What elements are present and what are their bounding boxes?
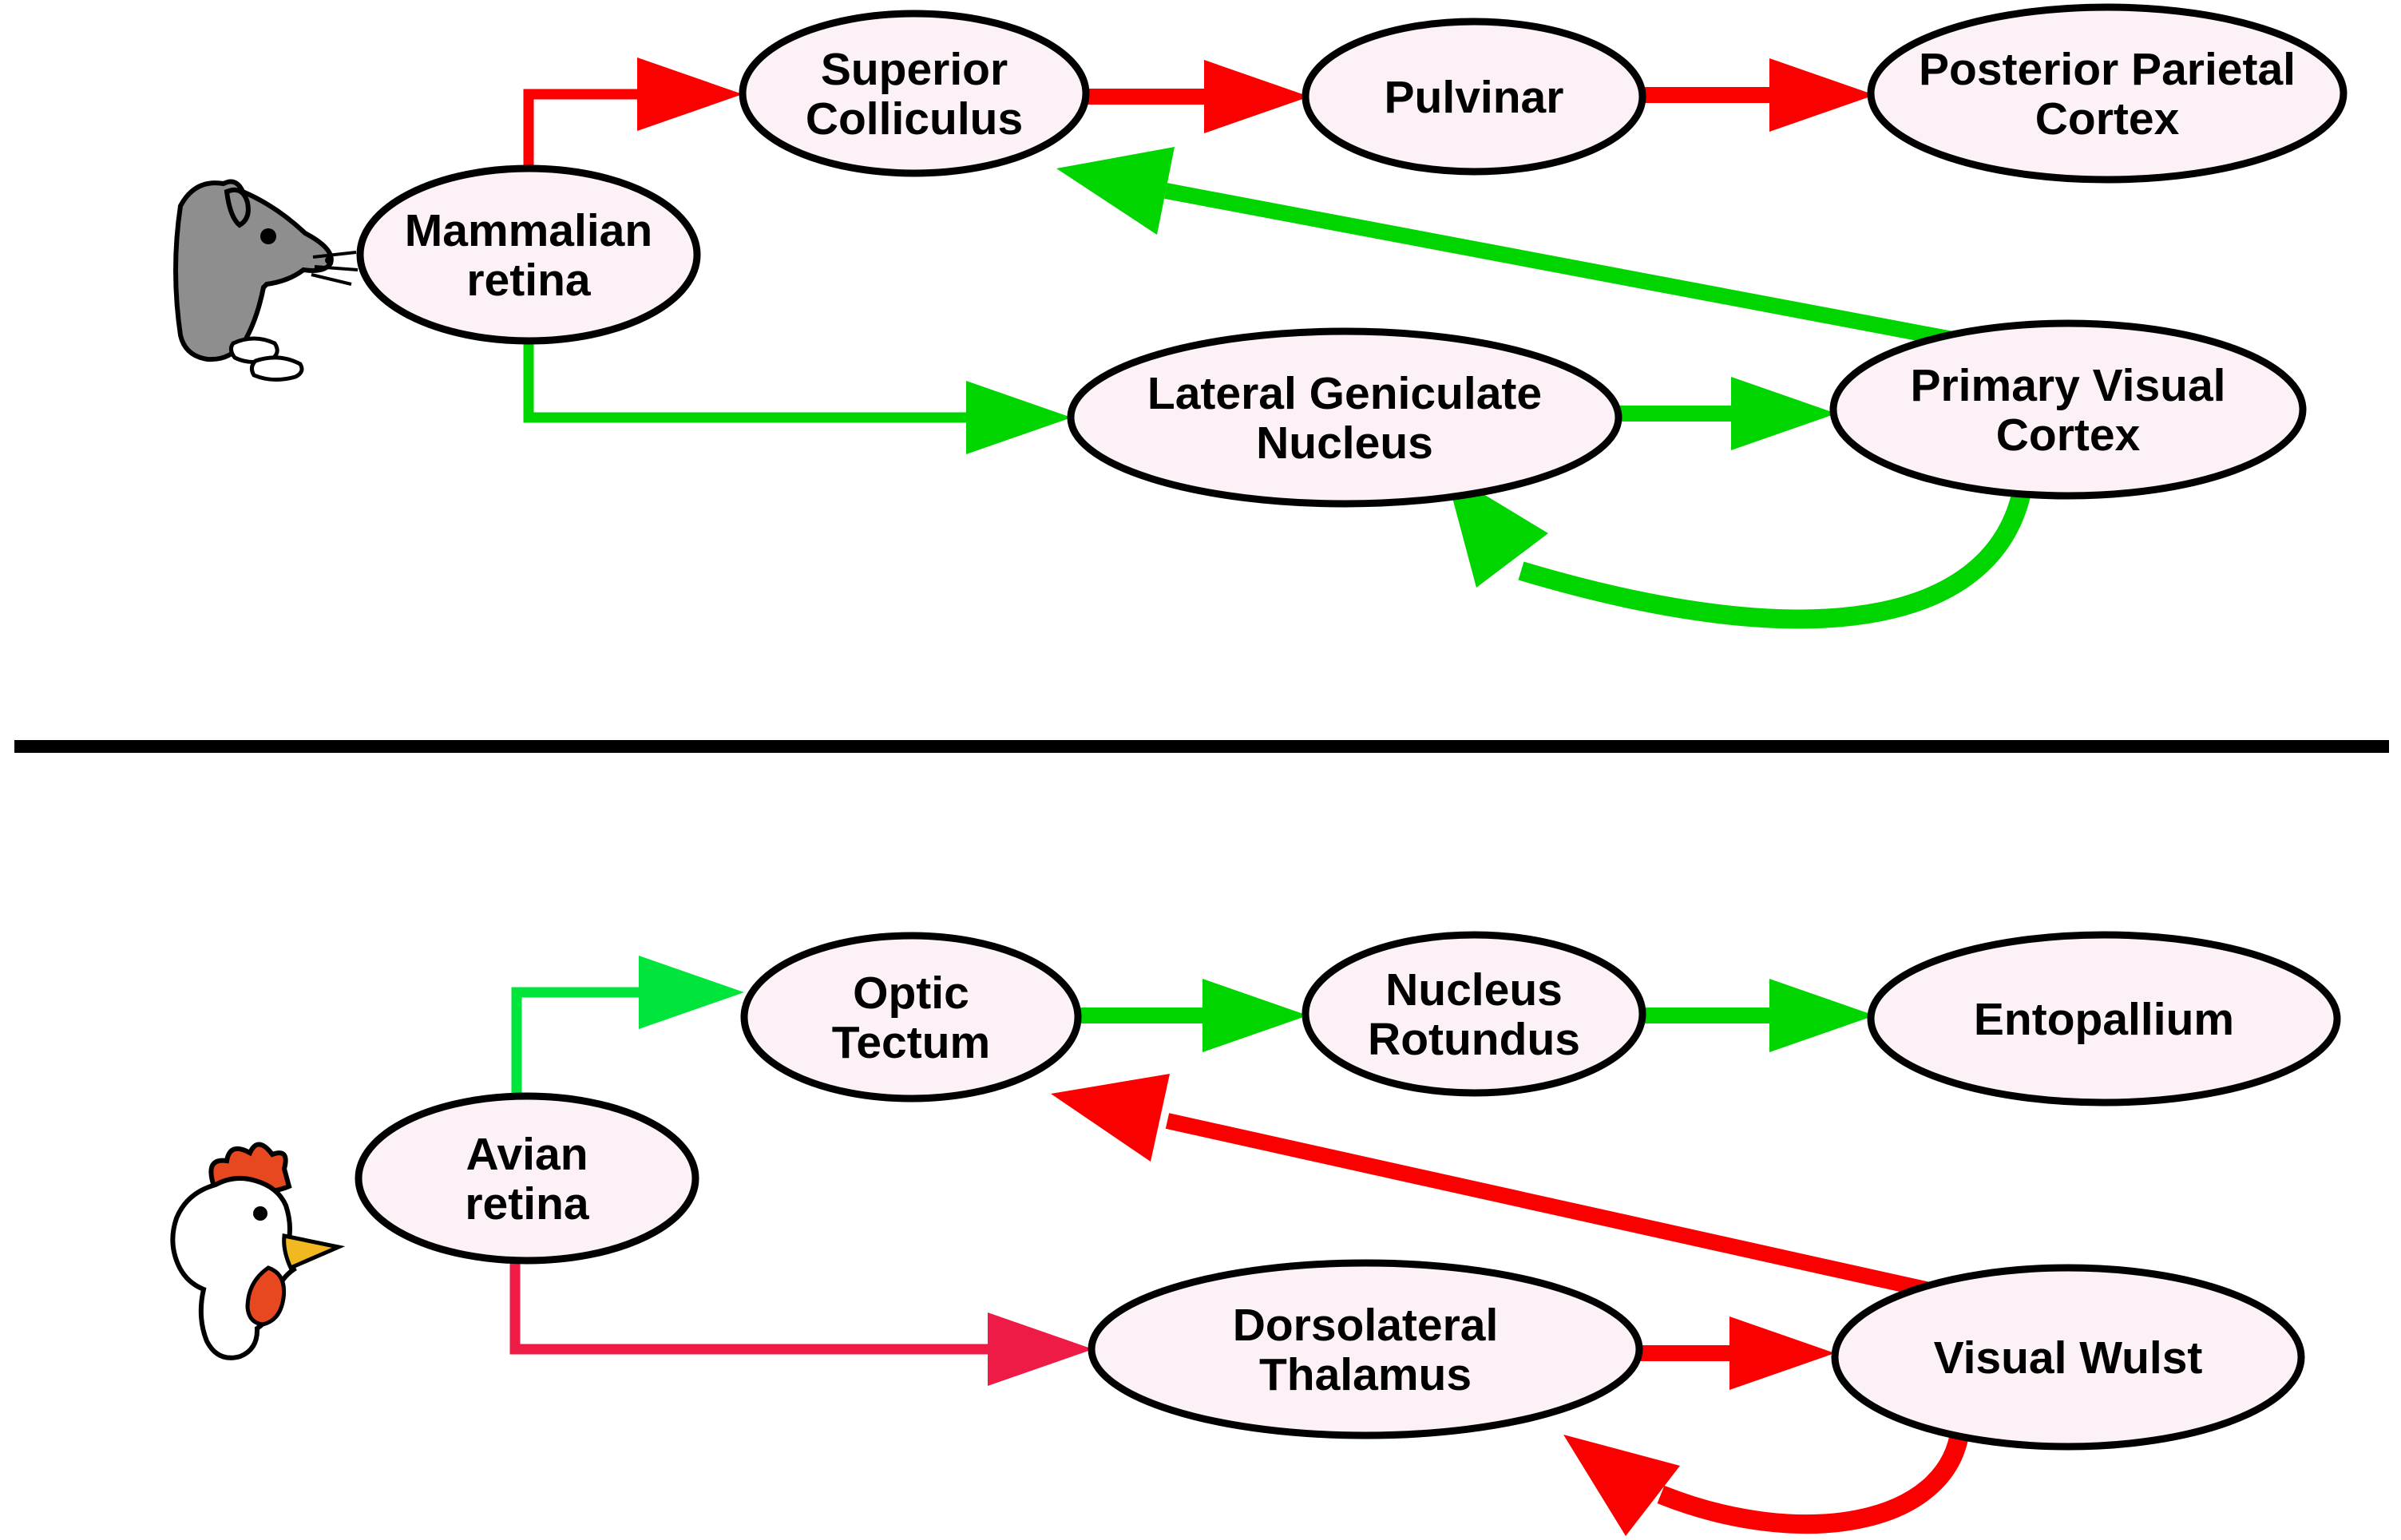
edge-dorsolateral-thalamus-to-visual-wulst (1625, 1316, 1835, 1390)
edge-line (1518, 477, 2034, 629)
arrowhead-icon (637, 57, 743, 131)
node-label: Tectum (832, 1017, 990, 1068)
node-ellipse (1867, 3, 2348, 184)
node-ellipse (1067, 327, 1622, 508)
node-label: Pulvinar (1385, 72, 1564, 123)
node-label: Cortex (2035, 93, 2180, 144)
node-label: Entopallium (1974, 994, 2234, 1045)
node-label: Nucleus (1385, 964, 1563, 1015)
edge-line (511, 987, 640, 1134)
arrowhead-icon (988, 1312, 1093, 1386)
arrowhead-icon (966, 381, 1072, 454)
edge-line (1657, 1427, 1970, 1534)
node-dorsolateral-thalamus: Dorsolateral Thalamus (1088, 1259, 1643, 1439)
node-ellipse (740, 932, 1082, 1103)
edge-lgn-to-primary-visual-cortex (1609, 377, 1836, 450)
arrowhead-icon (1202, 979, 1308, 1052)
node-label: Cortex (1996, 410, 2141, 461)
edge-line (509, 1229, 989, 1355)
arrowhead-icon (1769, 58, 1875, 132)
chicken-head (170, 1175, 297, 1360)
node-label: Colliculus (806, 93, 1023, 144)
arrowhead-icon (1563, 1435, 1680, 1536)
node-ellipse (356, 164, 701, 345)
edge-line (523, 89, 639, 179)
node-label: Nucleus (1256, 418, 1433, 469)
node-ellipse (1829, 319, 2307, 500)
node-nucleus-rotundus: Nucleus Rotundus (1302, 931, 1646, 1097)
node-lateral-geniculate-nucleus: Lateral Geniculate Nucleus (1067, 327, 1622, 508)
node-entopallium: Entopallium (1867, 931, 2341, 1107)
edge-line (523, 319, 968, 423)
node-optic-tectum: Optic Tectum (740, 932, 1082, 1103)
node-label: Mammalian (405, 205, 652, 256)
node-primary-visual-cortex: Primary Visual Cortex (1829, 319, 2307, 500)
mouse-paw (249, 355, 304, 382)
node-ellipse (1831, 1264, 2305, 1451)
node-ellipse (355, 1092, 699, 1265)
mouse-whiskers (311, 251, 359, 286)
node-visual-wulst: Visual Wulst (1831, 1264, 2305, 1451)
arrowhead-icon (1056, 147, 1175, 235)
edge-retina-to-dorsolateral-thalamus (509, 1229, 1093, 1386)
node-label: Rotundus (1368, 1014, 1580, 1065)
edge-v1-to-lgn-feedback (1445, 471, 2034, 629)
edge-retina-to-optic-tectum (511, 956, 744, 1134)
arrowhead-icon (639, 956, 744, 1029)
panel-mammalian: Mammalian retina Superior Colliculus Pul… (173, 3, 2348, 629)
node-label: Superior (821, 44, 1008, 95)
edge-retina-to-lgn (523, 319, 1072, 454)
mouse-ear (224, 187, 251, 228)
edge-visual-wulst-to-dorsolateral-thalamus-feedback (1563, 1427, 1970, 1536)
node-label: Avian (466, 1129, 588, 1180)
arrowhead-icon (1729, 1316, 1835, 1390)
arrowhead-icon (1445, 471, 1548, 588)
arrowhead-icon (1051, 1074, 1170, 1162)
mouse-nose (325, 256, 333, 264)
node-pulvinar: Pulvinar (1302, 18, 1646, 176)
node-label: Posterior Parietal (1919, 44, 2296, 95)
node-posterior-parietal-cortex: Posterior Parietal Cortex (1867, 3, 2348, 184)
edge-pulvinar-to-posterior-parietal (1629, 58, 1875, 132)
edge-line (1164, 183, 1954, 347)
edge-nucleus-rotundus-to-entopallium (1629, 979, 1875, 1052)
edge-superior-colliculus-to-pulvinar (1074, 60, 1309, 133)
arrowhead-icon (1204, 60, 1309, 133)
chicken-beak (282, 1233, 346, 1271)
node-label: retina (466, 255, 592, 306)
mouse-head (173, 179, 334, 362)
node-label: Primary Visual (1910, 360, 2225, 411)
chicken-eye (253, 1206, 267, 1221)
edge-line (1165, 1113, 1975, 1308)
edge-visual-wulst-to-optic-tectum-feedback (1051, 1074, 1975, 1308)
chicken-wattle (245, 1265, 287, 1327)
node-ellipse (739, 10, 1090, 177)
node-label: Optic (853, 968, 969, 1019)
node-label: retina (465, 1178, 590, 1229)
node-ellipse (1302, 931, 1646, 1097)
arrowhead-icon (1731, 377, 1836, 450)
edge-optic-tectum-to-nucleus-rotundus (1066, 979, 1308, 1052)
edge-v1-to-superior-colliculus-feedback (1056, 147, 1954, 347)
node-superior-colliculus: Superior Colliculus (739, 10, 1090, 177)
arrowhead-icon (1769, 979, 1875, 1052)
panel-avian: Avian retina Optic Tectum Nucleus Rotund… (170, 931, 2341, 1536)
node-label: Thalamus (1259, 1349, 1472, 1400)
node-ellipse (1302, 18, 1646, 176)
node-mammalian-retina: Mammalian retina (356, 164, 701, 345)
mouse-eye (260, 228, 276, 244)
mouse-illustration (173, 179, 359, 382)
node-ellipse (1867, 931, 2341, 1107)
node-label: Visual Wulst (1934, 1332, 2203, 1384)
edge-retina-to-superior-colliculus (523, 57, 743, 179)
node-label: Dorsolateral (1233, 1300, 1499, 1351)
chicken-illustration (170, 1142, 346, 1360)
node-label: Lateral Geniculate (1147, 368, 1542, 419)
node-ellipse (1088, 1259, 1643, 1439)
node-avian-retina: Avian retina (355, 1092, 699, 1265)
